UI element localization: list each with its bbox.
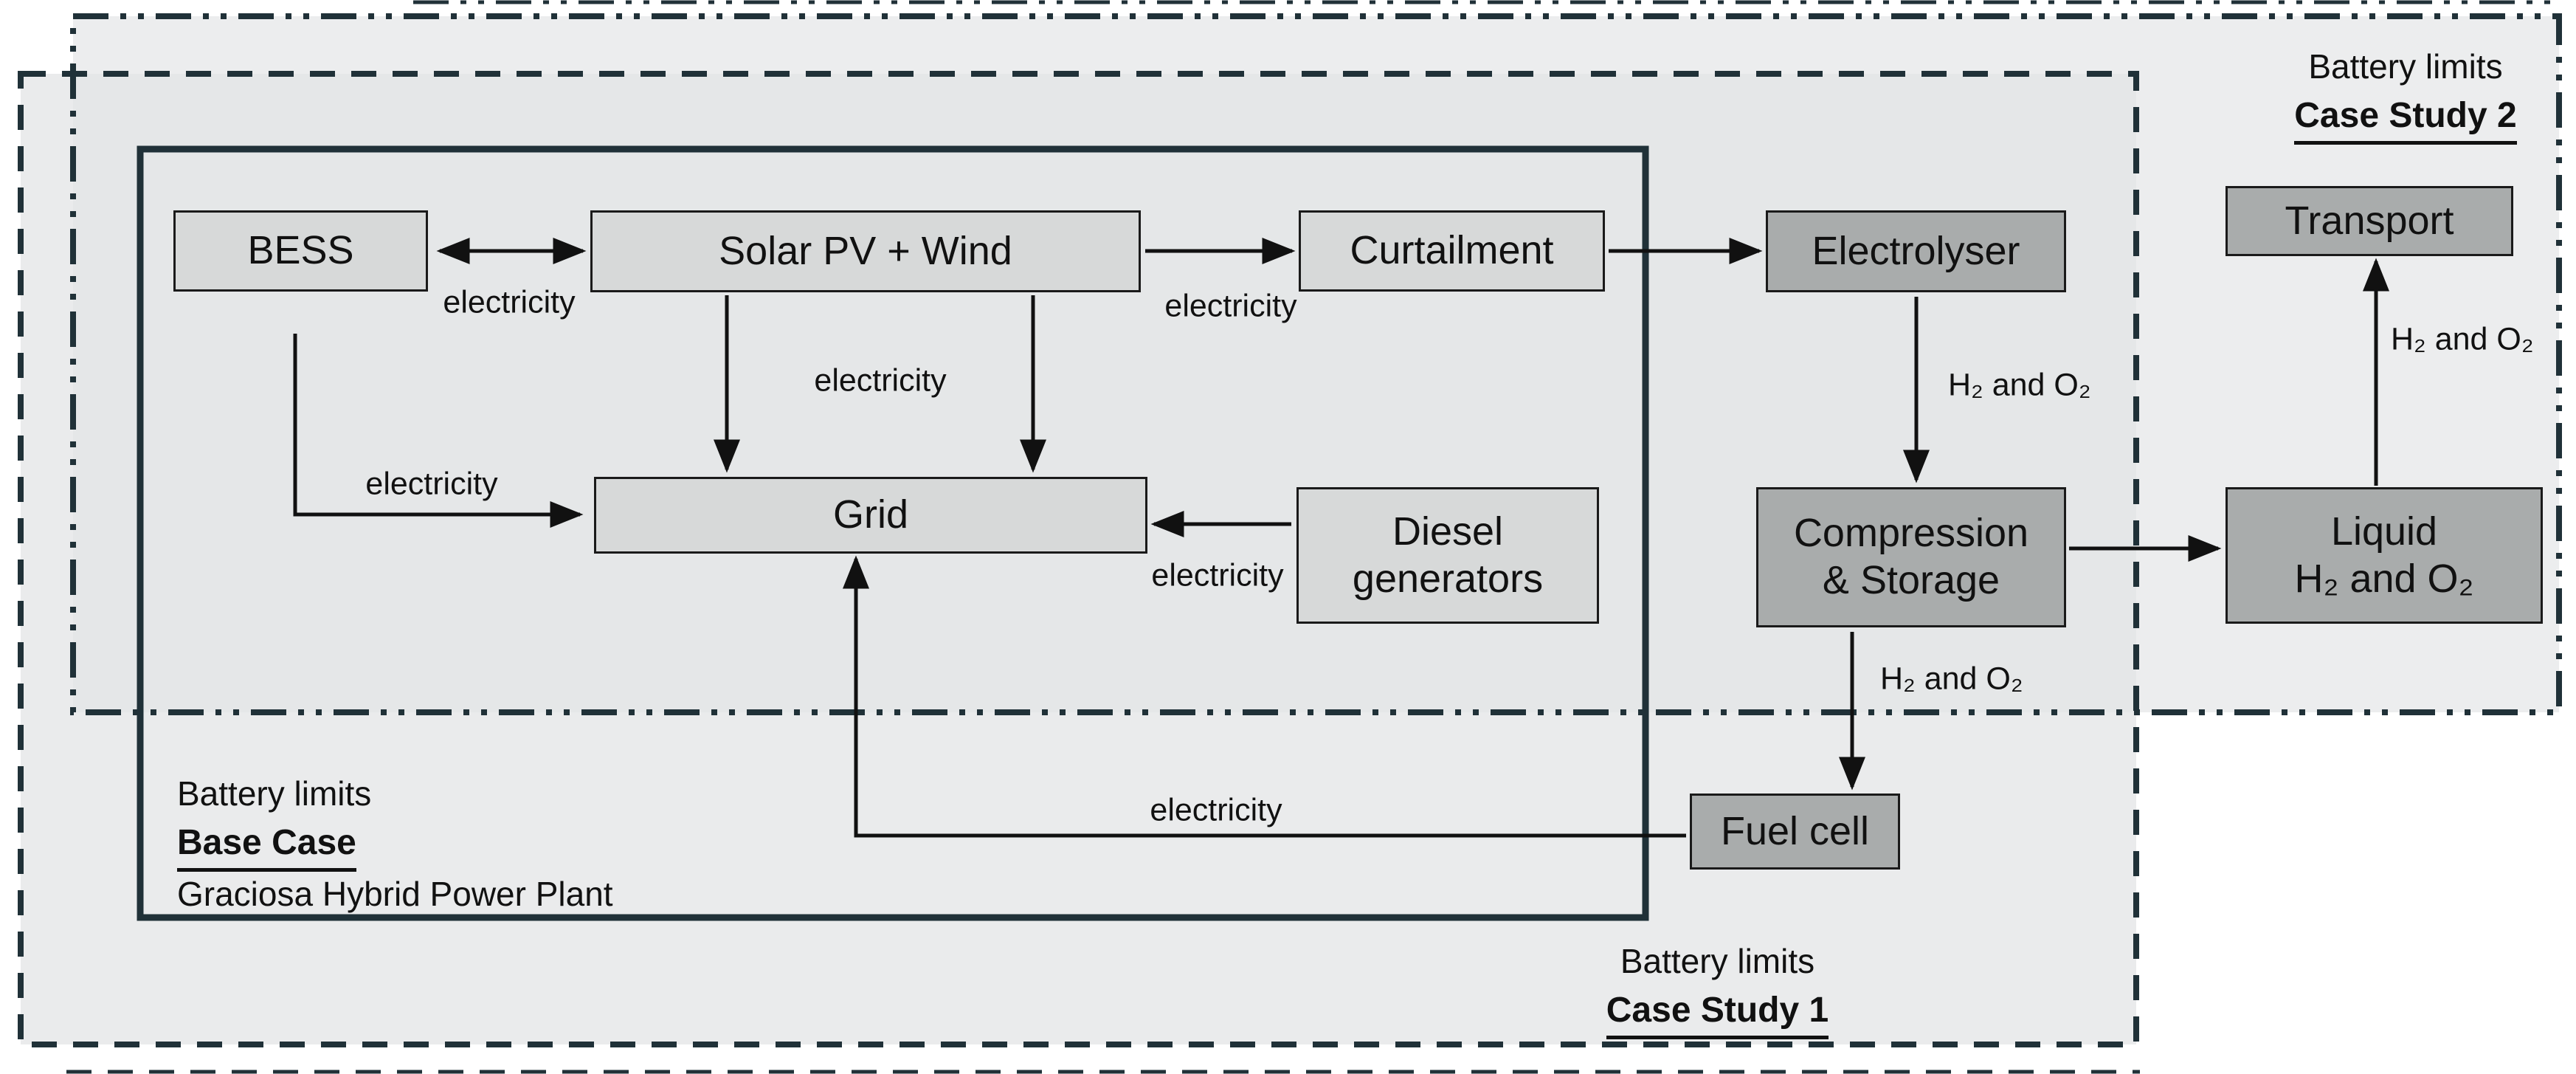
curtailment-label: Curtailment bbox=[1350, 228, 1554, 273]
electrolyser-label: Electrolyser bbox=[1812, 228, 2020, 273]
solar-pv-wind-label: Solar PV + Wind bbox=[719, 228, 1012, 273]
flow-label-bess-grid: electricity bbox=[365, 466, 498, 502]
case-study-1-label-line1: Battery limits bbox=[1620, 942, 1815, 980]
liquid-label-line1: Liquid bbox=[2330, 509, 2438, 554]
grid-label: Grid bbox=[832, 492, 908, 537]
case-study-2-label-line1: Battery limits bbox=[2308, 47, 2503, 86]
arrow-bess-to-grid bbox=[293, 334, 584, 528]
base-case-label-line3: Graciosa Hybrid Power Plant bbox=[177, 875, 613, 914]
compression-label-line2: & Storage bbox=[1822, 558, 2000, 602]
flow-label-solar-curtailment: electricity bbox=[1164, 288, 1297, 324]
case-study-2-label-line2: Case Study 2 bbox=[2294, 92, 2517, 145]
transport-box: Transport bbox=[2225, 186, 2513, 256]
base-case-region-label: Battery limits Base Case Graciosa Hybrid… bbox=[177, 771, 613, 917]
liquid-h2-o2-box: Liquid H₂ and O₂ bbox=[2225, 487, 2543, 624]
liquid-label-line2: H₂ and O₂ bbox=[2294, 556, 2474, 601]
flow-label-liquid-transport: H₂ and O₂ bbox=[2391, 321, 2534, 357]
grid-box: Grid bbox=[594, 477, 1147, 554]
fuel-cell-label: Fuel cell bbox=[1720, 808, 1870, 853]
case-study-1-label-line2: Case Study 1 bbox=[1606, 987, 1829, 1040]
arrow-fuelcell-to-grid bbox=[843, 555, 1686, 838]
bess-label: BESS bbox=[247, 228, 354, 273]
diesel-label-line2: generators bbox=[1352, 556, 1544, 601]
flow-label-compression-fuelcell: H₂ and O₂ bbox=[1880, 661, 2023, 697]
solar-pv-wind-box: Solar PV + Wind bbox=[590, 210, 1141, 292]
flow-label-fuelcell-grid: electricity bbox=[1150, 792, 1282, 828]
case-study-1-dashed-border bbox=[18, 71, 2139, 1047]
case-study-2-region-label: Battery limits Case Study 2 bbox=[2280, 44, 2531, 145]
case-study-1-region-label: Battery limits Case Study 1 bbox=[1590, 939, 1845, 1040]
diesel-label-line1: Diesel bbox=[1392, 509, 1504, 554]
bess-box: BESS bbox=[173, 210, 428, 292]
case-study-2-dashdot-border bbox=[70, 13, 2562, 715]
flow-label-solar-grid: electricity bbox=[814, 362, 947, 399]
curtailment-box: Curtailment bbox=[1299, 210, 1605, 292]
base-case-solid-border bbox=[137, 145, 1649, 921]
flow-label-bess-solar: electricity bbox=[443, 284, 576, 320]
flow-label-electrolyser-compression: H₂ and O₂ bbox=[1948, 367, 2091, 403]
fuel-cell-box: Fuel cell bbox=[1690, 794, 1900, 870]
diesel-generators-box: Diesel generators bbox=[1296, 487, 1599, 624]
flow-label-diesel-grid: electricity bbox=[1151, 557, 1284, 593]
transport-label: Transport bbox=[2285, 198, 2454, 243]
base-case-label-line1: Battery limits bbox=[177, 774, 372, 813]
compression-label-line1: Compression bbox=[1793, 511, 2029, 556]
electrolyser-box: Electrolyser bbox=[1766, 210, 2066, 292]
base-case-label-line2: Base Case bbox=[177, 819, 356, 872]
compression-storage-box: Compression & Storage bbox=[1756, 487, 2066, 627]
